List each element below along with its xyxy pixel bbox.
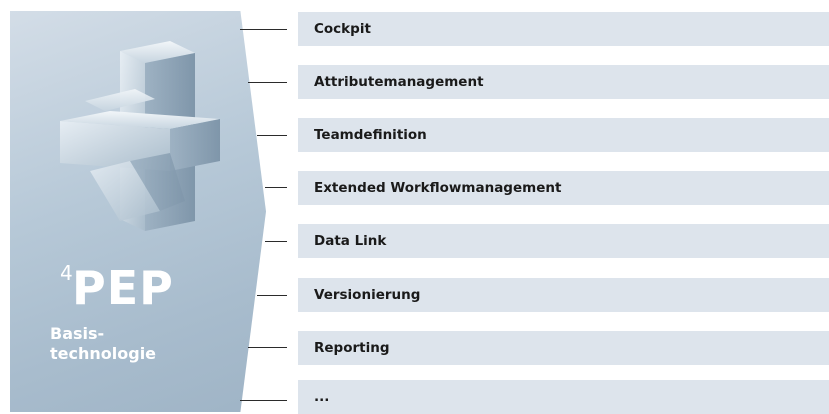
module-extended-workflowmanagement: Extended Workflowmanagement bbox=[298, 171, 829, 205]
brand-subtitle-line2: technologie bbox=[50, 344, 157, 363]
brand-superscript: 4 bbox=[60, 261, 73, 285]
connector-line bbox=[248, 82, 287, 83]
connector-line bbox=[257, 135, 287, 136]
module-cockpit: Cockpit bbox=[298, 12, 829, 46]
connector-line bbox=[265, 241, 287, 242]
module-reporting: Reporting bbox=[298, 331, 829, 365]
brand-subtitle: Basis- technologie bbox=[50, 324, 210, 364]
module-attributemanagement: Attributemanagement bbox=[298, 65, 829, 99]
connector-line bbox=[248, 347, 287, 348]
module-data-link: Data Link bbox=[298, 224, 829, 258]
module-versionierung: Versionierung bbox=[298, 278, 829, 312]
brand-name: PEP bbox=[72, 261, 174, 315]
cube-icon bbox=[60, 41, 220, 231]
connector-line bbox=[265, 187, 287, 188]
connector-line bbox=[240, 29, 287, 30]
connector-line bbox=[257, 295, 287, 296]
brand-subtitle-line1: Basis- bbox=[50, 324, 105, 343]
module-teamdefinition: Teamdefinition bbox=[298, 118, 829, 152]
basistechnologie-panel: 4 PEP Basis- technologie bbox=[10, 11, 266, 412]
module-more: ... bbox=[298, 380, 829, 414]
connector-line bbox=[240, 400, 287, 401]
